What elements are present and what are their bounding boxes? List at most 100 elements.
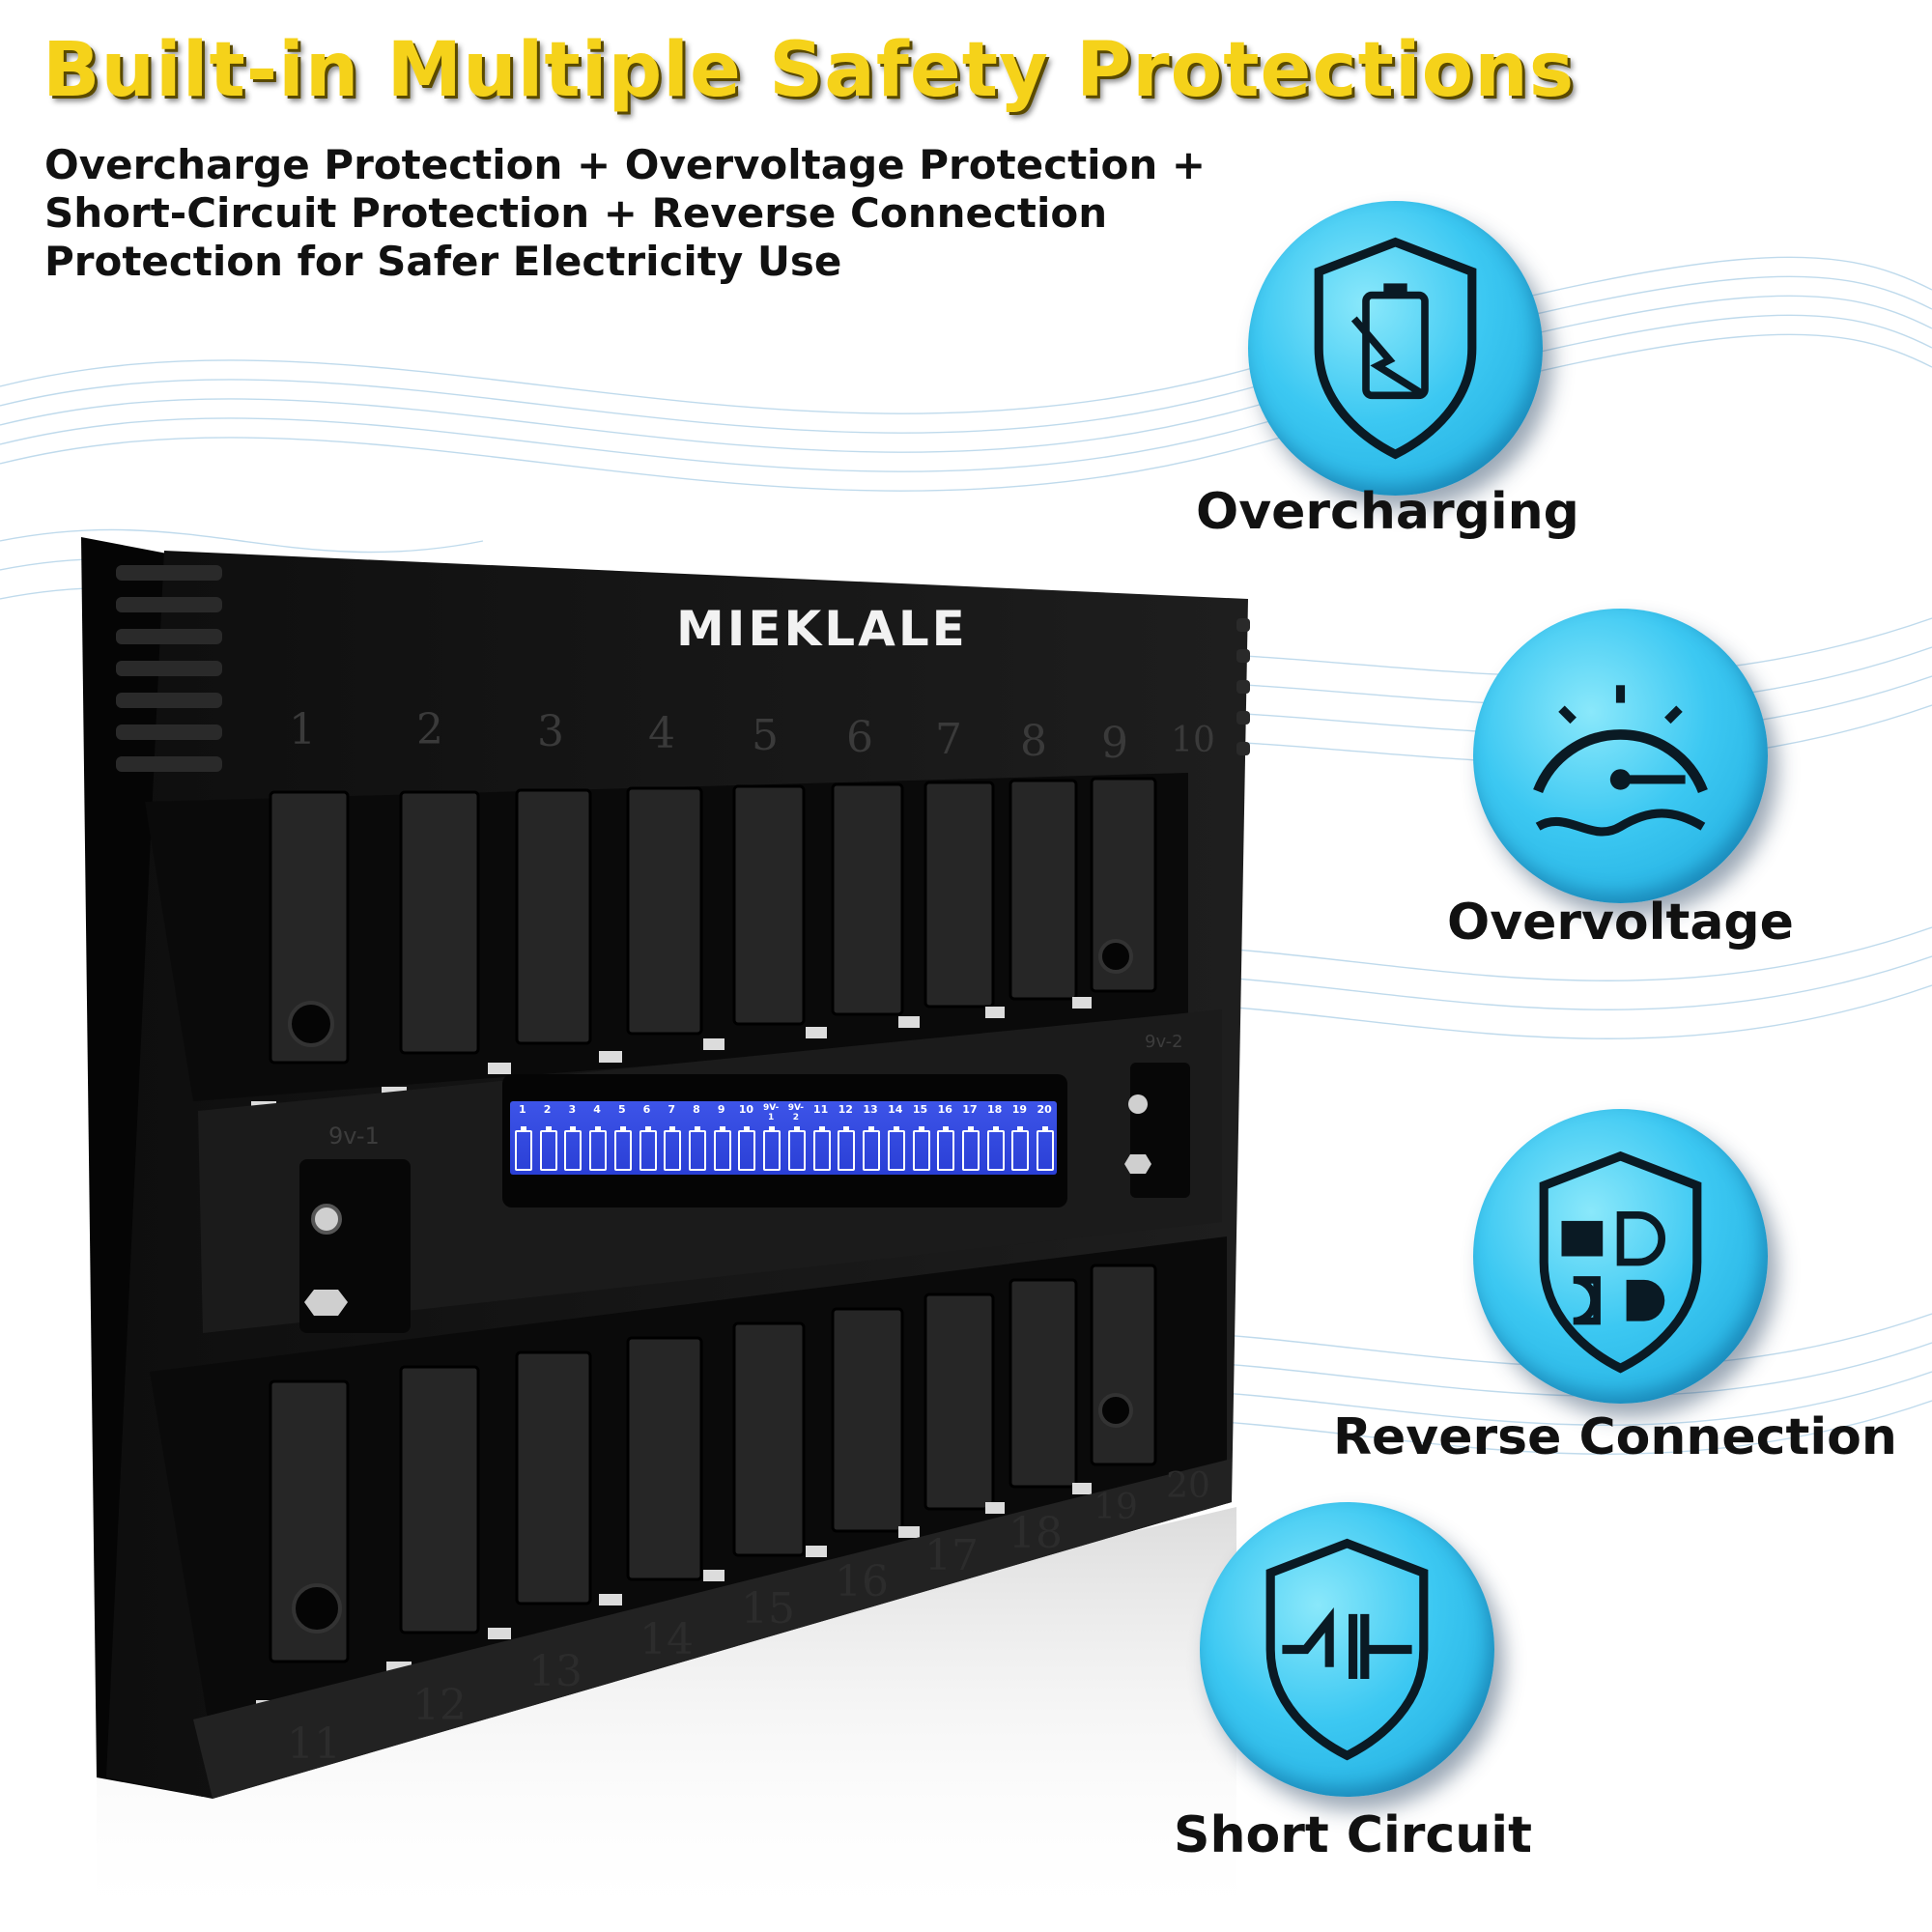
lcd-battery-icon xyxy=(713,1126,731,1171)
slot-number: 8 xyxy=(1020,717,1047,766)
top-slot-bays xyxy=(269,777,1157,1065)
subtitle: Overcharge Protection + Overvoltage Prot… xyxy=(44,141,1207,285)
lcd-battery-icon xyxy=(961,1126,980,1171)
lcd-cell-number: 1 xyxy=(519,1103,526,1116)
lcd-cell-number: 6 xyxy=(642,1103,651,1116)
lcd-cell-number: 9V-2 xyxy=(787,1103,805,1122)
lcd-cell-number: 13 xyxy=(863,1103,878,1116)
slot-number: 4 xyxy=(648,709,675,758)
port-label-9v-1: 9v-1 xyxy=(328,1122,380,1150)
lcd-cell-number: 10 xyxy=(738,1103,754,1116)
lcd-cell-number: 12 xyxy=(838,1103,853,1116)
slot-number: 15 xyxy=(741,1584,795,1634)
lcd-cell: 16 xyxy=(934,1101,955,1175)
lcd-battery-icon xyxy=(589,1126,608,1171)
lcd-cell: 20 xyxy=(1034,1101,1055,1175)
port-9v-2-recess xyxy=(1130,1063,1190,1198)
feature-overvoltage-circle xyxy=(1473,609,1768,903)
lcd-cell: 9 xyxy=(711,1101,732,1175)
headline: Built-in Multiple Safety Protections xyxy=(43,27,1576,114)
slot-number: 7 xyxy=(935,715,962,764)
feature-reverse-connection-label: Reverse Connection xyxy=(1333,1408,1897,1466)
slot-number: 3 xyxy=(537,707,564,756)
lcd-cell-number: 11 xyxy=(812,1103,829,1116)
lcd-cell-number: 5 xyxy=(617,1103,626,1116)
slot-number: 20 xyxy=(1166,1466,1210,1506)
lcd-cell: 2 xyxy=(537,1101,558,1175)
shield-circuit-icon xyxy=(1265,1538,1429,1761)
brand-logo: MIEKLALE xyxy=(676,601,968,657)
slot-number: 12 xyxy=(412,1681,467,1730)
slot-number: 16 xyxy=(835,1557,889,1606)
lcd-cell: 14 xyxy=(885,1101,906,1175)
lcd-cell-number: 9V-1 xyxy=(762,1103,780,1122)
lcd-cell-number: 15 xyxy=(912,1103,928,1116)
feature-reverse-connection-circle xyxy=(1473,1109,1768,1404)
lcd-battery-icon xyxy=(539,1126,557,1171)
port-label-9v-2: 9v-2 xyxy=(1145,1032,1183,1052)
lcd-cell-number: 14 xyxy=(888,1103,903,1116)
lcd-battery-icon xyxy=(986,1126,1005,1171)
lcd-cell-number: 2 xyxy=(543,1103,552,1116)
lcd-cell: 15 xyxy=(910,1101,931,1175)
slot-number: 17 xyxy=(924,1531,979,1580)
slot-number: 2 xyxy=(416,705,443,754)
lcd-cell: 9V-2 xyxy=(785,1101,807,1175)
feature-overvoltage-label: Overvoltage xyxy=(1447,894,1794,952)
shield-plug-icon xyxy=(1539,1151,1702,1374)
lcd-cell: 8 xyxy=(686,1101,707,1175)
lcd-battery-icon xyxy=(912,1126,930,1171)
slot-number: 13 xyxy=(528,1647,582,1696)
lcd-cell: 18 xyxy=(984,1101,1006,1175)
lcd-cell: 10 xyxy=(735,1101,756,1175)
lcd-cell: 7 xyxy=(661,1101,682,1175)
slot-number: 9 xyxy=(1101,719,1128,768)
lcd-battery-icon xyxy=(613,1126,632,1171)
lcd-cell-number: 18 xyxy=(987,1103,1003,1116)
lcd-battery-icon xyxy=(514,1126,532,1171)
feature-overcharging-label: Overcharging xyxy=(1196,483,1579,541)
feature-overcharging-circle xyxy=(1248,201,1543,496)
lcd-cell-number: 17 xyxy=(962,1103,978,1116)
lcd-cell: 12 xyxy=(835,1101,856,1175)
lcd-battery-icon xyxy=(738,1126,756,1171)
lcd-cell-number: 9 xyxy=(717,1103,725,1116)
lcd-battery-icon xyxy=(1011,1126,1030,1171)
lcd-cell: 11 xyxy=(810,1101,832,1175)
lcd-battery-icon xyxy=(639,1126,657,1171)
lcd-cell: 3 xyxy=(561,1101,582,1175)
slot-number: 19 xyxy=(1094,1488,1138,1527)
lcd-battery-icon xyxy=(937,1126,955,1171)
lcd-battery-icon xyxy=(812,1126,831,1171)
lcd-battery-icon xyxy=(838,1126,856,1171)
slot-number: 5 xyxy=(752,711,779,760)
lcd-cell: 1 xyxy=(512,1101,533,1175)
slot-number: 14 xyxy=(639,1615,694,1664)
lcd-battery-icon xyxy=(664,1126,682,1171)
feature-short-circuit-label: Short Circuit xyxy=(1174,1806,1532,1864)
lcd-cell-number: 16 xyxy=(937,1103,952,1116)
slot-number: 10 xyxy=(1171,721,1215,760)
lcd-cell-number: 7 xyxy=(668,1103,676,1116)
feature-short-circuit-circle xyxy=(1200,1502,1494,1797)
lcd-cell: 19 xyxy=(1009,1101,1030,1175)
lcd-battery-icon xyxy=(763,1126,781,1171)
device-reflection xyxy=(97,1507,1236,1932)
lcd-battery-icon xyxy=(564,1126,582,1171)
lcd-cell-number: 8 xyxy=(693,1103,700,1116)
lcd-battery-icon xyxy=(1037,1126,1055,1171)
lcd-battery-icon xyxy=(863,1126,881,1171)
lcd-cell: 13 xyxy=(860,1101,881,1175)
lcd-cell: 6 xyxy=(637,1101,658,1175)
lcd-cell: 4 xyxy=(586,1101,608,1175)
lcd-battery-icon xyxy=(887,1126,905,1171)
lcd-cell-number: 3 xyxy=(568,1103,577,1116)
lcd-cell-number: 20 xyxy=(1037,1103,1052,1116)
lcd-battery-icon xyxy=(787,1126,806,1171)
slot-number: 18 xyxy=(1009,1509,1063,1558)
slot-number: 11 xyxy=(287,1719,341,1769)
slot-number: 1 xyxy=(289,705,316,754)
